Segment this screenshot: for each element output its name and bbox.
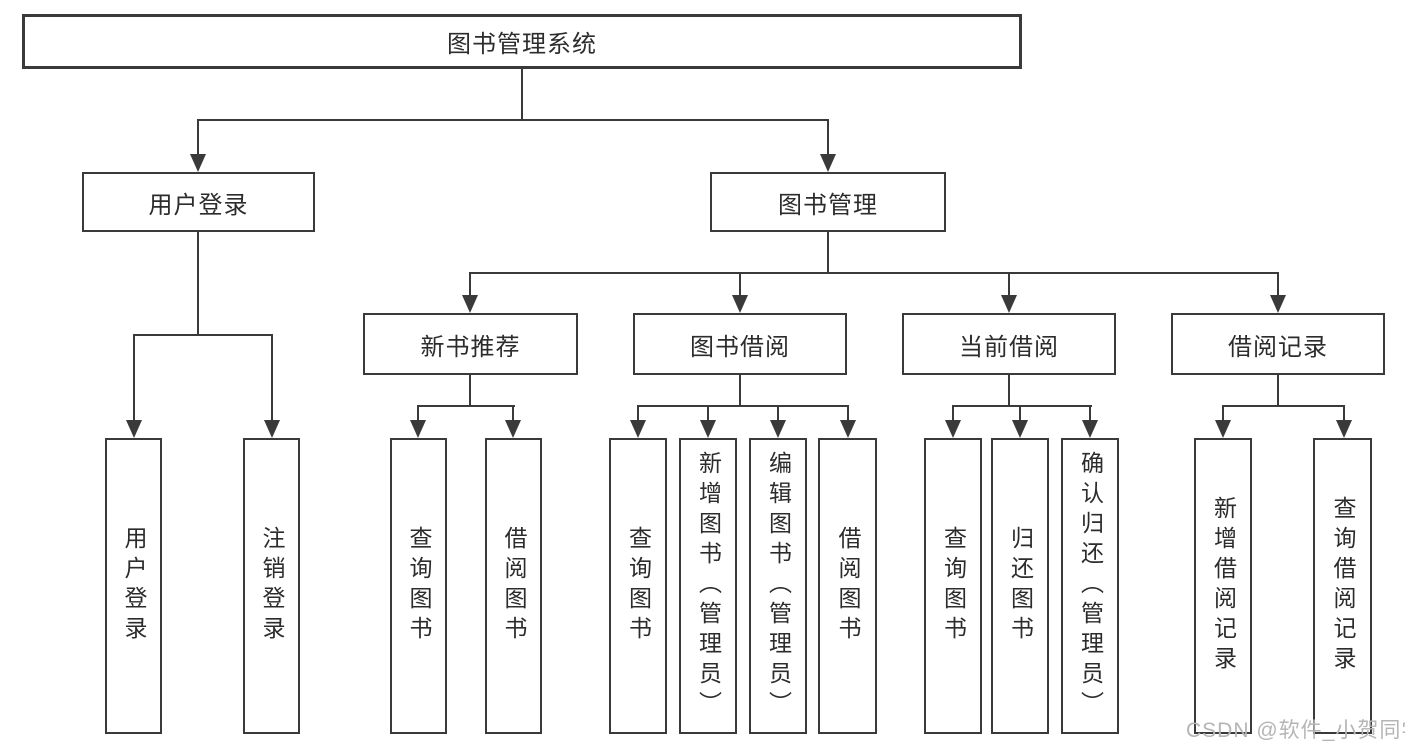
- connector-line: [1343, 405, 1345, 420]
- leaf-add-books-admin: 新增图书（管理员）: [679, 438, 737, 734]
- connector-line: [512, 405, 514, 420]
- connector-line: [417, 405, 419, 420]
- connector-line: [1277, 375, 1279, 407]
- connector-line: [827, 232, 829, 274]
- leaf-label: 归还图书: [1007, 526, 1034, 646]
- connector-line: [1089, 405, 1091, 420]
- arrow-down-icon: [1012, 420, 1028, 438]
- node-label: 当前借阅: [959, 333, 1059, 361]
- node-borrowing-records: 借阅记录: [1171, 313, 1385, 375]
- connector-line: [1008, 375, 1010, 407]
- arrow-down-icon: [1001, 295, 1017, 313]
- node-label: 新书推荐: [420, 333, 521, 361]
- leaf-borrow-books: 借阅图书: [818, 438, 877, 734]
- leaf-label: 用户登录: [121, 526, 147, 646]
- leaf-label: 编辑图书（管理员）: [765, 451, 792, 721]
- arrow-down-icon: [190, 154, 206, 172]
- connector-line: [777, 405, 779, 420]
- leaf-borrow-books-recommend: 借阅图书: [485, 438, 542, 734]
- arrow-down-icon: [264, 420, 280, 438]
- leaf-label: 注销登录: [259, 526, 285, 646]
- arrow-down-icon: [700, 420, 716, 438]
- connector-line: [1222, 405, 1224, 420]
- connector-line: [707, 405, 709, 420]
- node-book-management: 图书管理: [710, 172, 946, 232]
- leaf-label: 新增图书（管理员）: [695, 451, 722, 721]
- leaf-return-books: 归还图书: [991, 438, 1049, 734]
- arrow-down-icon: [505, 420, 521, 438]
- connector-line: [133, 334, 273, 336]
- arrow-down-icon: [126, 420, 142, 438]
- connector-line: [952, 405, 1092, 407]
- arrow-down-icon: [732, 295, 748, 313]
- connector-line: [469, 272, 1279, 274]
- connector-line: [739, 272, 741, 295]
- connector-line: [1008, 272, 1010, 295]
- connector-line: [847, 405, 849, 420]
- node-library-management-system: 图书管理系统: [22, 14, 1022, 69]
- leaf-edit-books-admin: 编辑图书（管理员）: [749, 438, 807, 734]
- arrow-down-icon: [1336, 420, 1352, 438]
- node-new-book-recommendation: 新书推荐: [363, 313, 578, 375]
- arrow-down-icon: [1215, 420, 1231, 438]
- arrow-down-icon: [840, 420, 856, 438]
- leaf-label: 借阅图书: [501, 526, 527, 646]
- connector-line: [952, 405, 954, 420]
- arrow-down-icon: [462, 295, 478, 313]
- leaf-label: 查询图书: [940, 526, 967, 646]
- leaf-confirm-return-admin: 确认归还（管理员）: [1061, 438, 1119, 734]
- connector-line: [197, 232, 199, 336]
- csdn-watermark: CSDN @软件_小贺同学: [1186, 719, 1405, 742]
- node-user-login: 用户登录: [82, 172, 315, 232]
- node-label: 图书借阅: [690, 333, 790, 361]
- connector-line: [417, 405, 515, 407]
- arrow-down-icon: [1270, 295, 1286, 313]
- node-label: 图书管理: [778, 191, 878, 219]
- connector-line: [739, 375, 741, 407]
- connector-line: [827, 119, 829, 154]
- connector-line: [521, 69, 523, 121]
- node-book-borrowing: 图书借阅: [633, 313, 847, 375]
- leaf-query-borrow-record: 查询借阅记录: [1313, 438, 1372, 734]
- leaf-label: 查询图书: [406, 526, 432, 646]
- leaf-user-login: 用户登录: [105, 438, 162, 734]
- connector-line: [197, 119, 829, 121]
- node-current-borrowing: 当前借阅: [902, 313, 1116, 375]
- node-label: 借阅记录: [1228, 333, 1328, 361]
- leaf-query-books-current: 查询图书: [924, 438, 982, 734]
- connector-line: [637, 405, 849, 407]
- connector-line: [469, 272, 471, 295]
- node-label: 用户登录: [148, 191, 249, 219]
- node-label: 图书管理系统: [447, 31, 597, 58]
- arrow-down-icon: [410, 420, 426, 438]
- connector-line: [1222, 405, 1345, 407]
- connector-line: [197, 119, 199, 154]
- connector-line: [469, 375, 471, 407]
- connector-line: [637, 405, 639, 420]
- arrow-down-icon: [820, 154, 836, 172]
- leaf-label: 查询借阅记录: [1330, 496, 1356, 676]
- leaf-label: 确认归还（管理员）: [1077, 451, 1104, 721]
- leaf-label: 新增借阅记录: [1210, 496, 1237, 676]
- arrow-down-icon: [1082, 420, 1098, 438]
- leaf-query-books-borrowing: 查询图书: [609, 438, 667, 734]
- connector-line: [1277, 272, 1279, 295]
- leaf-add-borrow-record: 新增借阅记录: [1194, 438, 1252, 734]
- arrow-down-icon: [770, 420, 786, 438]
- arrow-down-icon: [945, 420, 961, 438]
- leaf-label: 查询图书: [625, 526, 652, 646]
- connector-line: [133, 334, 135, 420]
- arrow-down-icon: [630, 420, 646, 438]
- leaf-logout: 注销登录: [243, 438, 300, 734]
- leaf-label: 借阅图书: [835, 526, 861, 646]
- connector-line: [1019, 405, 1021, 420]
- leaf-query-books-recommend: 查询图书: [390, 438, 447, 734]
- connector-line: [271, 334, 273, 420]
